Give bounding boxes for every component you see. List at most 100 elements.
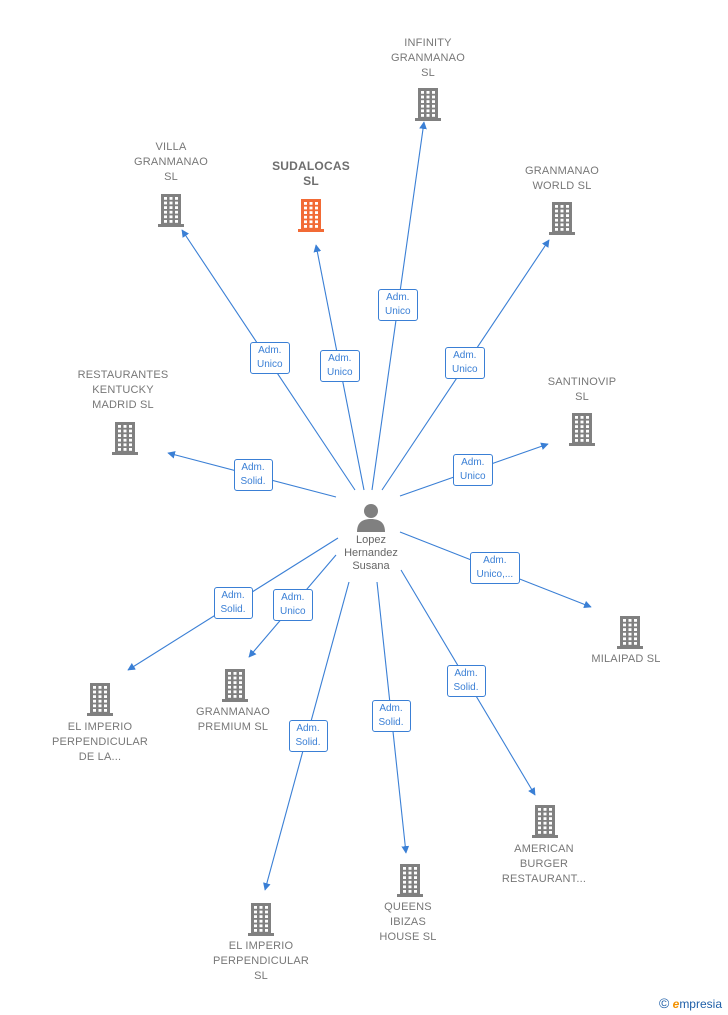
relation-text: Unico: [280, 606, 306, 617]
building-icon: [87, 683, 113, 716]
company-node-premium[interactable]: GRANMANAO PREMIUM SL: [168, 705, 298, 735]
relation-badge-villa: Adm.Unico: [250, 342, 290, 374]
company-label-line: PERPENDICULAR: [212, 955, 310, 967]
relation-text: Adm.: [386, 292, 410, 303]
company-icon-imperio-sl[interactable]: [245, 899, 277, 939]
relation-badge-premium: Adm. Unico: [273, 589, 313, 621]
company-node-imperio-sl[interactable]: EL IMPERIO PERPENDICULAR SL: [196, 939, 326, 984]
company-label-line: SL: [421, 67, 435, 79]
relation-text: Solid.: [453, 682, 479, 693]
relation-text: Adm.: [453, 350, 477, 361]
company-label: EL IMPERIO PERPENDICULAR SL: [196, 939, 326, 984]
company-icon-world[interactable]: [546, 198, 578, 238]
company-icon-infinity[interactable]: [412, 84, 444, 124]
company-label-line: RESTAURANTES: [77, 369, 169, 381]
company-label-line: GRANMANAO: [525, 165, 599, 177]
relation-badge-american: Adm. Solid.: [446, 665, 486, 697]
relation-text: Adm.: [461, 457, 485, 468]
building-icon: [415, 88, 441, 121]
company-label-line: PREMIUM SL: [197, 721, 269, 733]
company-label-line: GRANMANAO: [196, 706, 270, 718]
company-label: GRANMANAO PREMIUM SL: [168, 705, 298, 735]
company-label-line: EL IMPERIO: [228, 940, 294, 952]
relation-text: Unico,...: [476, 569, 514, 580]
relation-text: Adm.: [258, 345, 282, 356]
company-label-line: SL: [303, 174, 319, 188]
company-icon-imperio-la[interactable]: [84, 679, 116, 719]
company-icon-milaipad[interactable]: [614, 612, 646, 652]
building-icon: [222, 669, 248, 702]
company-label-line: QUEENS: [384, 901, 432, 913]
relation-badge-sudalocas: Adm. Unico: [320, 350, 360, 382]
company-icon-villa[interactable]: [155, 190, 187, 230]
relation-text: Unico: [327, 367, 353, 378]
building-icon: [298, 199, 324, 232]
company-label-line: WORLD SL: [532, 180, 592, 192]
relation-badge-imperio-la: Adm. Solid.: [213, 587, 253, 619]
company-icon-american[interactable]: [529, 801, 561, 841]
company-label-line: GRANMANAO: [391, 52, 465, 64]
company-label: RESTAURANTES KENTUCKY MADRID SL: [58, 368, 188, 413]
company-label-line: MILAIPAD SL: [591, 653, 661, 665]
company-label-line: SL: [254, 970, 268, 982]
building-icon: [549, 202, 575, 235]
relation-text: Solid.: [220, 604, 246, 615]
relation-badge-kentucky: Adm. Solid.: [233, 459, 273, 491]
relation-text: Unico: [460, 471, 486, 482]
company-label-line: SL: [575, 391, 589, 403]
person-name-line: Lopez: [356, 534, 386, 546]
brand-mark: © empresia: [659, 995, 722, 1011]
company-icon-premium[interactable]: [219, 665, 251, 705]
building-icon: [158, 194, 184, 227]
company-icon-kentucky[interactable]: [109, 418, 141, 458]
company-icon-sudalocas[interactable]: [295, 195, 327, 235]
company-label: MILAIPAD SL: [561, 652, 691, 667]
company-icon-santinovip[interactable]: [566, 409, 598, 449]
relation-text: Adm.: [296, 723, 320, 734]
relation-text: Adm.: [281, 592, 305, 603]
brand-name: mpresia: [679, 997, 722, 1011]
company-label-line: PERPENDICULAR: [51, 736, 149, 748]
relation-text: Adm.: [241, 462, 265, 473]
copyright-symbol: ©: [658, 995, 670, 1011]
company-label-line: INFINITY: [404, 37, 452, 49]
relation-text: Solid.: [240, 476, 266, 487]
building-icon: [532, 805, 558, 838]
building-icon: [397, 864, 423, 897]
relation-text: Adm.: [454, 668, 478, 679]
company-node-infinity[interactable]: INFINITY GRANMANAO SL: [363, 36, 493, 81]
person-name-line: Susana: [352, 560, 390, 572]
company-node-milaipad[interactable]: MILAIPAD SL: [561, 652, 691, 667]
company-icon-queens[interactable]: [394, 860, 426, 900]
company-node-world[interactable]: GRANMANAO WORLD SL: [497, 164, 627, 194]
relation-badge-santinovip: Adm. Unico: [453, 454, 493, 486]
company-label-line: GRANMANAO: [134, 156, 208, 168]
company-label-line: EL IMPERIO: [67, 721, 133, 733]
company-label-line: IBIZAS: [389, 916, 427, 928]
company-label: QUEENS IBIZAS HOUSE SL: [343, 900, 473, 945]
building-icon: [112, 422, 138, 455]
company-label-line: HOUSE SL: [379, 931, 437, 943]
relation-text: Adm.: [328, 353, 352, 364]
company-label-line: KENTUCKY: [92, 384, 154, 396]
company-label-line: MADRID SL: [92, 399, 154, 411]
company-node-queens[interactable]: QUEENS IBIZAS HOUSE SL: [343, 900, 473, 945]
relation-text: Adm.: [379, 703, 403, 714]
company-label-line: AMERICAN: [514, 843, 574, 855]
relation-badge-imperio-sl: Adm.Solid.: [288, 720, 328, 752]
relation-text: Unico: [385, 306, 411, 317]
relation-text: Adm.: [221, 590, 245, 601]
company-label-line: RESTAURANT...: [501, 873, 587, 885]
company-node-kentucky[interactable]: RESTAURANTES KENTUCKY MADRID SL: [58, 368, 188, 413]
company-label: GRANMANAO WORLD SL: [497, 164, 627, 194]
